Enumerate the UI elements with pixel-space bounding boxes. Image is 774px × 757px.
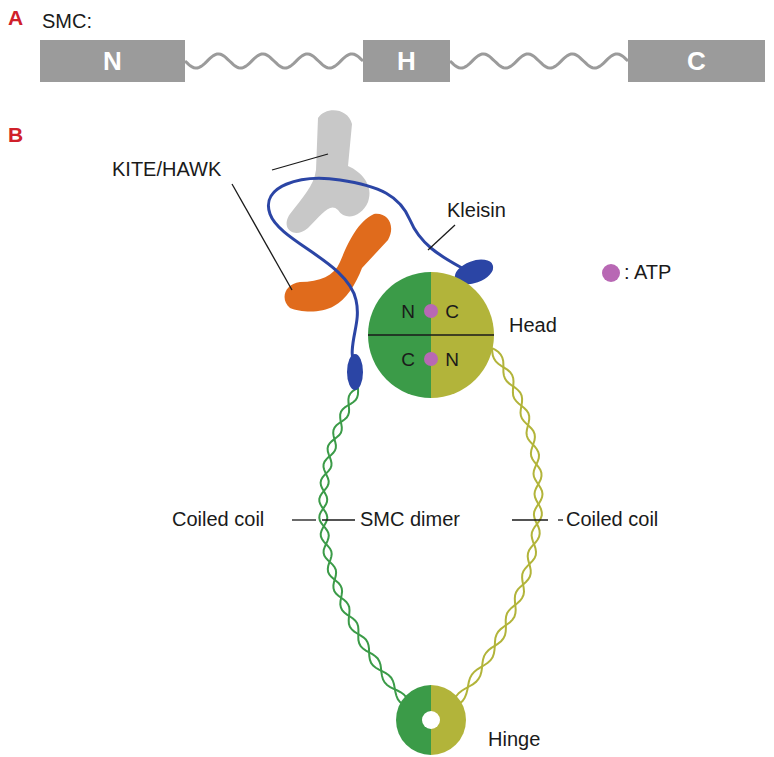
domain-letter: H bbox=[397, 46, 416, 77]
hinge-domain bbox=[396, 685, 466, 755]
coil-strand bbox=[319, 388, 410, 708]
smc-domain-box: C bbox=[628, 40, 765, 82]
panel-letter: A bbox=[8, 6, 23, 29]
coil-strand bbox=[319, 388, 410, 708]
subunit-label: KITE/HAWK bbox=[112, 158, 221, 180]
coil-strand bbox=[452, 348, 543, 708]
domain-label: Hinge bbox=[488, 728, 540, 750]
terminus-letter: N bbox=[445, 350, 459, 369]
coil-strand bbox=[452, 348, 542, 708]
head-domain: N C C N bbox=[368, 272, 494, 398]
terminus-letter: C bbox=[401, 350, 415, 369]
linker-line bbox=[450, 54, 628, 68]
coiled-coil-green bbox=[319, 388, 410, 708]
smc-domain-box: H bbox=[363, 40, 450, 82]
coiled-coil-olive bbox=[452, 348, 543, 708]
legend-swatch bbox=[602, 264, 620, 282]
kleisin-n-terminus bbox=[347, 354, 363, 390]
kite-orange-subunit bbox=[285, 214, 392, 312]
legend-item: : ATP bbox=[602, 261, 671, 284]
part-label: Coiled coil bbox=[566, 508, 658, 530]
smc-domain-box: N bbox=[40, 40, 185, 82]
legend-text: : ATP bbox=[624, 261, 671, 284]
domain-label: Head bbox=[509, 314, 557, 336]
part-label: SMC dimer bbox=[360, 508, 460, 530]
linker-line bbox=[185, 54, 363, 68]
domain-letter: C bbox=[687, 46, 706, 77]
panel-letter: B bbox=[8, 123, 23, 146]
head-circle bbox=[368, 272, 494, 398]
part-label: Coiled coil bbox=[172, 508, 264, 530]
domain-letter: N bbox=[103, 46, 122, 77]
protein-name: SMC: bbox=[42, 10, 92, 32]
kite-grey-subunit bbox=[287, 110, 370, 233]
terminus-letter: N bbox=[401, 302, 415, 321]
subunit-label: Kleisin bbox=[447, 199, 506, 221]
leader-lines bbox=[232, 154, 563, 520]
terminus-letter: C bbox=[445, 302, 459, 321]
